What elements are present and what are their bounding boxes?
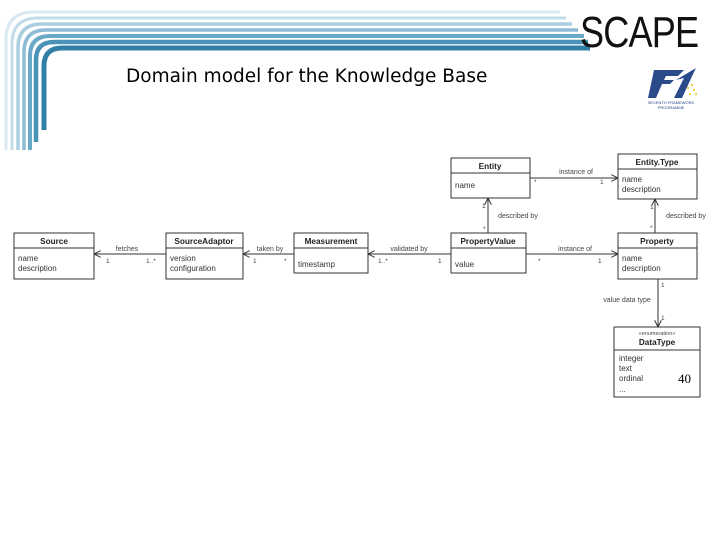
slide-title: Domain model for the Knowledge Base: [126, 66, 488, 87]
assoc-mult: *: [284, 258, 287, 265]
assoc-mult: 1..*: [146, 258, 156, 265]
assoc-label: validated by: [390, 246, 428, 253]
class-measurement: [293, 232, 369, 274]
class-data-type: [613, 326, 701, 398]
assoc-mult: 1: [598, 258, 602, 265]
assoc-mult: 1: [253, 258, 257, 265]
decorative-stripes: [4, 10, 590, 150]
class-attr: description: [622, 185, 661, 194]
logo-caption: SEVENTH FRAMEWORK PROGRAMME: [647, 100, 695, 110]
assoc-mult: 1: [661, 315, 665, 322]
class-source-adaptor: [165, 232, 244, 280]
class-attr: version: [170, 254, 196, 263]
assoc-label: instance of: [559, 169, 593, 176]
assoc-label: described by: [666, 213, 706, 220]
class-stereotype: «enumeration»: [639, 331, 676, 337]
assoc-label: described by: [498, 213, 538, 220]
assoc-mult: 1: [106, 258, 110, 265]
class-name: Entity.Type: [636, 158, 679, 167]
class-property-value: [450, 232, 527, 274]
assoc-mult: *: [650, 225, 653, 232]
class-attr: description: [18, 264, 57, 273]
page-number: 40: [678, 371, 691, 386]
class-property: [617, 232, 698, 280]
assoc-mult: *: [483, 226, 486, 233]
assoc-label: value data type: [603, 297, 651, 304]
class-attr: value: [455, 260, 475, 269]
class-name: PropertyValue: [460, 237, 516, 246]
brand-logo-text: SCAPE: [580, 8, 699, 57]
class-attr: name: [455, 181, 476, 190]
fp7-logo-icon: [648, 68, 697, 98]
class-attr: ...: [619, 385, 626, 394]
class-attr: integer: [619, 354, 644, 363]
assoc-mult: 1: [600, 179, 604, 186]
class-name: SourceAdaptor: [174, 237, 234, 246]
class-name: Source: [40, 237, 68, 246]
class-attr: timestamp: [298, 260, 335, 269]
class-entity-type: [617, 153, 698, 200]
class-name: DataType: [639, 338, 676, 347]
class-source: [13, 232, 95, 280]
class-attr: name: [18, 254, 39, 263]
assoc-mult: 1: [482, 203, 486, 210]
class-name: Property: [640, 237, 674, 246]
class-attr: name: [622, 175, 643, 184]
uml-diagram: Source name description SourceAdaptor ve…: [13, 153, 706, 398]
class-attr: description: [622, 264, 661, 273]
assoc-mult: *: [538, 258, 541, 265]
assoc-mult: 1: [438, 258, 442, 265]
class-attr: name: [622, 254, 643, 263]
class-attr: ordinal: [619, 374, 643, 383]
assoc-mult: 1..*: [378, 258, 388, 265]
assoc-label: fetches: [116, 246, 139, 253]
class-attr: text: [619, 364, 633, 373]
assoc-mult: *: [534, 179, 537, 186]
assoc-label: taken by: [257, 246, 284, 253]
assoc-mult: 1: [661, 282, 665, 289]
class-name: Entity: [479, 162, 502, 171]
class-attr: configuration: [170, 264, 216, 273]
assoc-mult: 1: [650, 204, 654, 211]
class-name: Measurement: [305, 237, 358, 246]
assoc-label: instance of: [558, 246, 592, 253]
